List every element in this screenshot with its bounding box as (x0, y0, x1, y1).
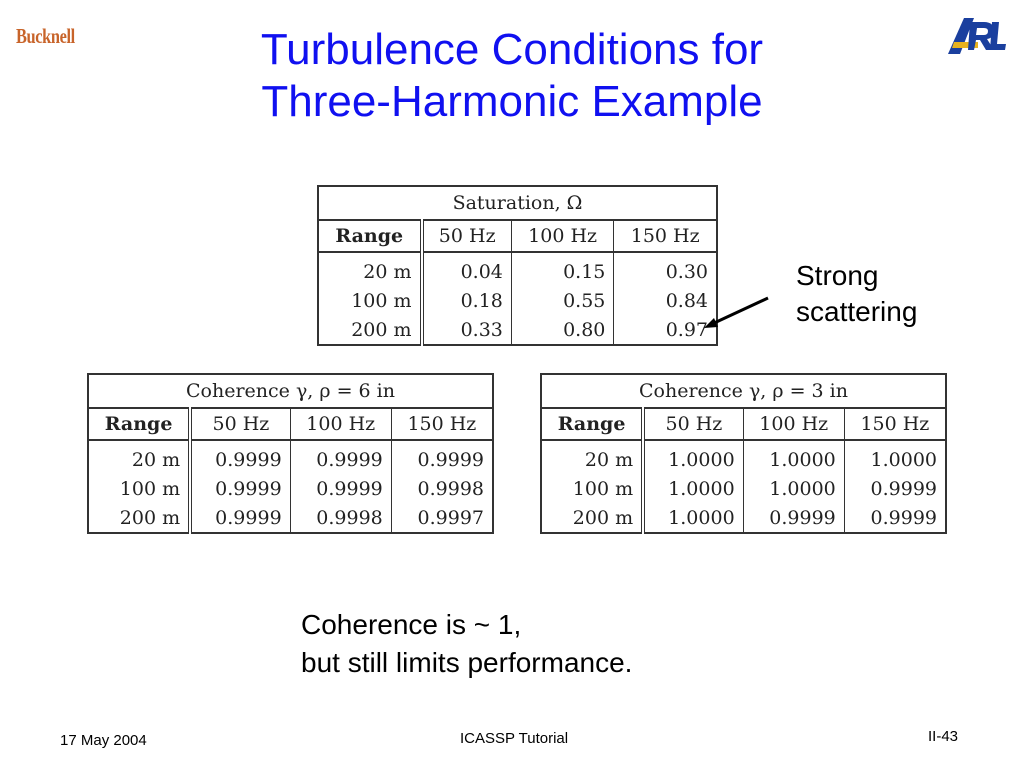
value-cell: 0.9998 (417, 477, 484, 500)
annotation-line-1: Strong (796, 260, 879, 291)
range-cell: 20 m (88, 440, 193, 474)
annotation-line-2: scattering (796, 296, 918, 327)
title-line-1: Turbulence Conditions for (260, 25, 764, 74)
value-cell: 0.9999 (190, 503, 291, 533)
value-cell: 0.33 (421, 315, 512, 345)
coherence-note: Coherence is ~ 1, but still limits perfo… (301, 606, 632, 682)
table-row: 200 m 0.33 0.80 0.97 (318, 315, 717, 345)
saturation-table: Saturation, Ω Range 50 Hz 100 Hz 150 Hz … (317, 185, 718, 346)
table-row: 200 m 1.0000 0.9999 0.9999 (541, 503, 946, 533)
column-header: 50 Hz (643, 408, 744, 441)
note-line-2: but still limits performance. (301, 647, 633, 678)
slide-number: II-43 (928, 728, 959, 745)
range-cell: 200 m (318, 315, 424, 345)
range-cell: 100 m (318, 286, 424, 315)
value-cell: 0.9997 (417, 506, 484, 529)
range-cell: 200 m (541, 503, 646, 533)
value-cell: 0.04 (421, 252, 512, 286)
table-row: 20 m 0.9999 0.9999 0.9999 (88, 440, 493, 474)
column-header: 150 Hz (391, 408, 493, 441)
value-cell: 0.97 (665, 318, 708, 341)
value-cell: 0.9999 (190, 440, 291, 474)
range-cell: 100 m (541, 474, 646, 503)
column-header: 50 Hz (421, 220, 512, 253)
bucknell-logo: Bucknell (16, 24, 75, 48)
strong-scattering-annotation: Strong scattering (796, 258, 917, 330)
value-cell: 0.9999 (190, 474, 291, 503)
range-cell: 20 m (541, 440, 646, 474)
table-caption: Saturation, Ω (318, 186, 717, 221)
table-caption: Coherence γ, ρ = 6 in (88, 374, 493, 409)
value-cell: 0.55 (511, 286, 615, 315)
column-header: 50 Hz (190, 408, 291, 441)
value-cell: 0.18 (421, 286, 512, 315)
value-cell: 1.0000 (643, 474, 744, 503)
column-header: 100 Hz (743, 408, 845, 441)
value-cell: 0.9998 (290, 503, 392, 533)
table-row: 100 m 1.0000 1.0000 0.9999 (541, 474, 946, 503)
table-caption: Coherence γ, ρ = 3 in (541, 374, 946, 409)
table-row: 20 m 0.04 0.15 0.30 (318, 252, 717, 286)
footer-date: 17 May 2004 (60, 732, 147, 749)
table-row: 200 m 0.9999 0.9998 0.9997 (88, 503, 493, 533)
column-header: 100 Hz (511, 220, 615, 253)
table-row: 100 m 0.9999 0.9999 0.9998 (88, 474, 493, 503)
column-header: Range (541, 408, 646, 441)
range-cell: 200 m (88, 503, 193, 533)
column-header: 150 Hz (613, 220, 717, 253)
table-row: 100 m 0.18 0.55 0.84 (318, 286, 717, 315)
footer-title: ICASSP Tutorial (460, 730, 569, 747)
value-cell: 1.0000 (870, 448, 937, 471)
column-header: 150 Hz (844, 408, 946, 441)
value-cell: 0.80 (511, 315, 615, 345)
value-cell: 1.0000 (643, 503, 744, 533)
column-header: Range (318, 220, 424, 253)
table-row: 20 m 1.0000 1.0000 1.0000 (541, 440, 946, 474)
value-cell: 1.0000 (643, 440, 744, 474)
column-header: 100 Hz (290, 408, 392, 441)
note-line-1: Coherence is ~ 1, (301, 609, 522, 640)
value-cell: 1.0000 (743, 440, 845, 474)
value-cell: 0.9999 (417, 448, 484, 471)
value-cell: 1.0000 (743, 474, 845, 503)
value-cell: 0.30 (665, 260, 708, 283)
coherence-3in-table: Coherence γ, ρ = 3 in Range 50 Hz 100 Hz… (540, 373, 947, 534)
column-header: Range (88, 408, 193, 441)
value-cell: 0.15 (511, 252, 615, 286)
value-cell: 0.9999 (870, 506, 937, 529)
range-cell: 100 m (88, 474, 193, 503)
value-cell: 0.9999 (290, 440, 392, 474)
annotation-arrow-icon (704, 296, 769, 328)
coherence-6in-table: Coherence γ, ρ = 6 in Range 50 Hz 100 Hz… (87, 373, 494, 534)
value-cell: 0.84 (665, 289, 708, 312)
value-cell: 0.9999 (743, 503, 845, 533)
arl-logo-icon (948, 18, 1006, 54)
range-cell: 20 m (318, 252, 424, 286)
value-cell: 0.9999 (870, 477, 937, 500)
title-line-2: Three-Harmonic Example (261, 77, 763, 126)
value-cell: 0.9999 (290, 474, 392, 503)
slide-title: Turbulence Conditions for Three-Harmonic… (0, 24, 1024, 128)
